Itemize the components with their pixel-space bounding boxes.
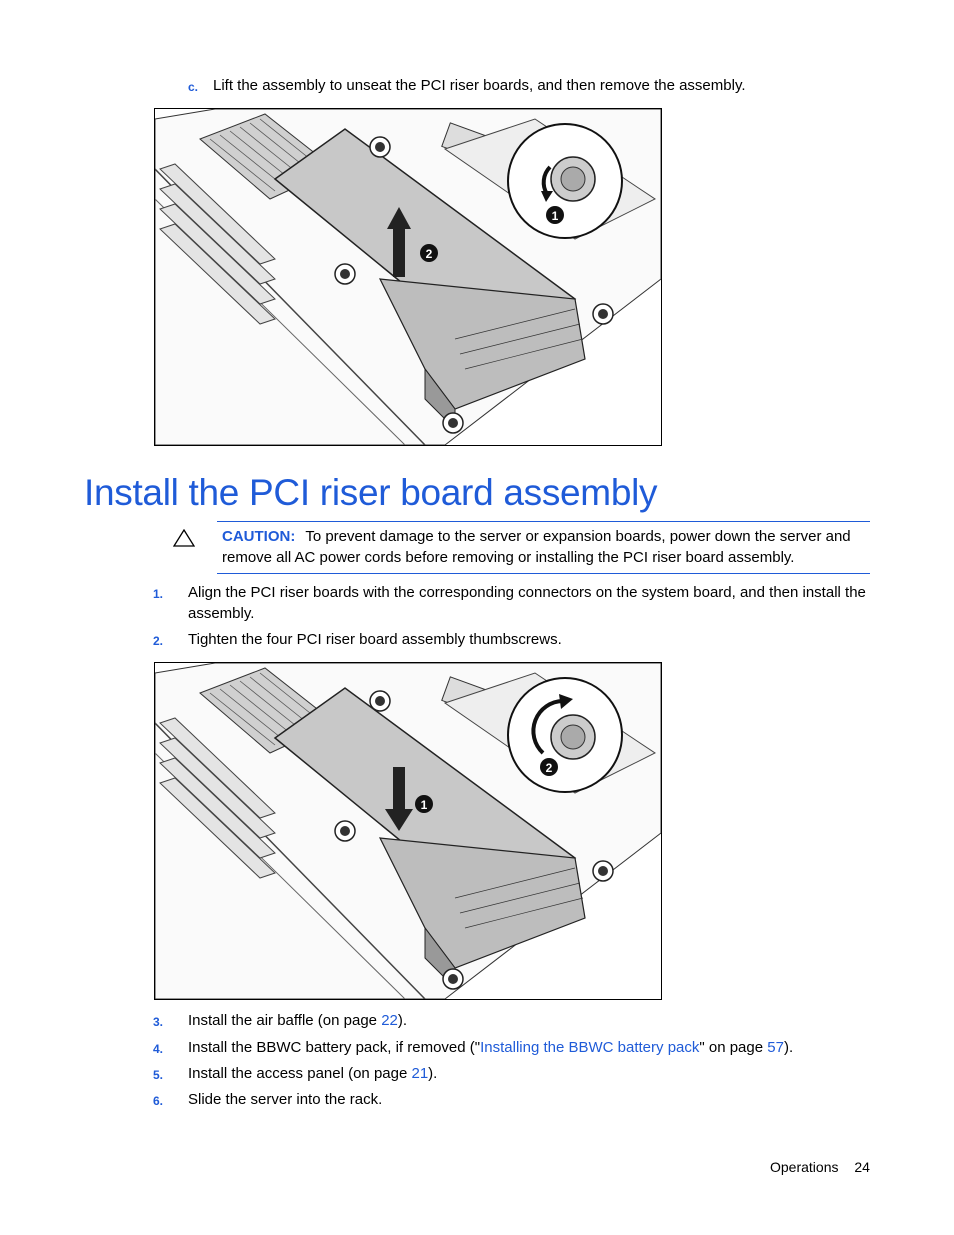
page-footer: Operations 24	[770, 1159, 870, 1175]
step-5-page-link[interactable]: 21	[411, 1065, 429, 1082]
warning-triangle-icon	[172, 528, 196, 551]
dimm-slots-icon	[159, 717, 276, 879]
illustration-install-riser: 1 2	[155, 663, 661, 999]
step-4-text-before: Install the BBWC battery pack, if remove…	[188, 1039, 481, 1056]
callout-1-icon	[415, 795, 433, 813]
step-4-page-link[interactable]: 57	[767, 1039, 784, 1056]
step-6-text: Slide the server into the rack.	[188, 1091, 383, 1108]
illustration-remove-riser: 2 1	[155, 109, 661, 445]
callout-1-label: 1	[552, 209, 559, 223]
step-3-page-link[interactable]: 22	[381, 1012, 398, 1029]
caution-text: To prevent damage to the server or expan…	[222, 528, 851, 566]
figure-remove-riser-assembly: 2 1	[154, 108, 662, 446]
step-4-text-mid: " on page	[699, 1039, 768, 1056]
section-title: Install the PCI riser board assembly	[84, 472, 658, 513]
step-4-text-after: ).	[783, 1039, 794, 1056]
caution-label: CAUTION:	[222, 528, 296, 545]
dimm-slots-icon	[159, 163, 276, 325]
footer-page-number: 24	[854, 1159, 870, 1175]
step-4-number: 4.	[153, 1042, 164, 1056]
step-5-text-before: Install the access panel (on page	[188, 1065, 412, 1082]
thumbscrew-icon	[334, 136, 614, 434]
step-c-text: Lift the assembly to unseat the PCI rise…	[213, 77, 746, 94]
thumbscrew-icon	[334, 690, 614, 990]
step-6-number: 6.	[153, 1094, 164, 1108]
lift-arrow-icon	[387, 207, 411, 277]
caution-notice: CAUTION:To prevent damage to the server …	[217, 521, 870, 574]
step-5-text-after: ).	[428, 1065, 438, 1082]
step-5-number: 5.	[153, 1068, 164, 1082]
step-4-text: Install the BBWC battery pack, if remove…	[188, 1037, 793, 1058]
thumbscrew-zoom-icon	[507, 123, 623, 239]
step-3-text: Install the air baffle (on page 22).	[188, 1010, 407, 1031]
step-3-text-before: Install the air baffle (on page	[188, 1012, 382, 1029]
lower-arrow-icon	[385, 767, 413, 831]
pci-riser-cage-icon	[273, 128, 586, 431]
thumbscrew-zoom-icon	[507, 677, 623, 793]
figure-install-riser-assembly: 1 2	[154, 662, 662, 1000]
callout-1-label: 1	[421, 798, 428, 812]
callout-2-label: 2	[426, 247, 433, 261]
callout-1-icon	[546, 206, 564, 224]
step-4-bbwc-link[interactable]: Installing the BBWC battery pack	[480, 1039, 700, 1056]
step-2-number: 2.	[153, 634, 164, 648]
step-c-number: c.	[188, 80, 199, 94]
step-5-text: Install the access panel (on page 21).	[188, 1063, 437, 1084]
step-3-number: 3.	[153, 1015, 164, 1029]
callout-2-icon	[540, 758, 558, 776]
step-1-text: Align the PCI riser boards with the corr…	[188, 584, 866, 622]
callout-2-label: 2	[546, 761, 553, 775]
callout-2-icon	[420, 244, 438, 262]
footer-section: Operations	[770, 1159, 839, 1175]
step-2-text: Tighten the four PCI riser board assembl…	[188, 631, 562, 648]
step-3-text-after: ).	[397, 1012, 408, 1029]
step-1-number: 1.	[153, 587, 164, 601]
